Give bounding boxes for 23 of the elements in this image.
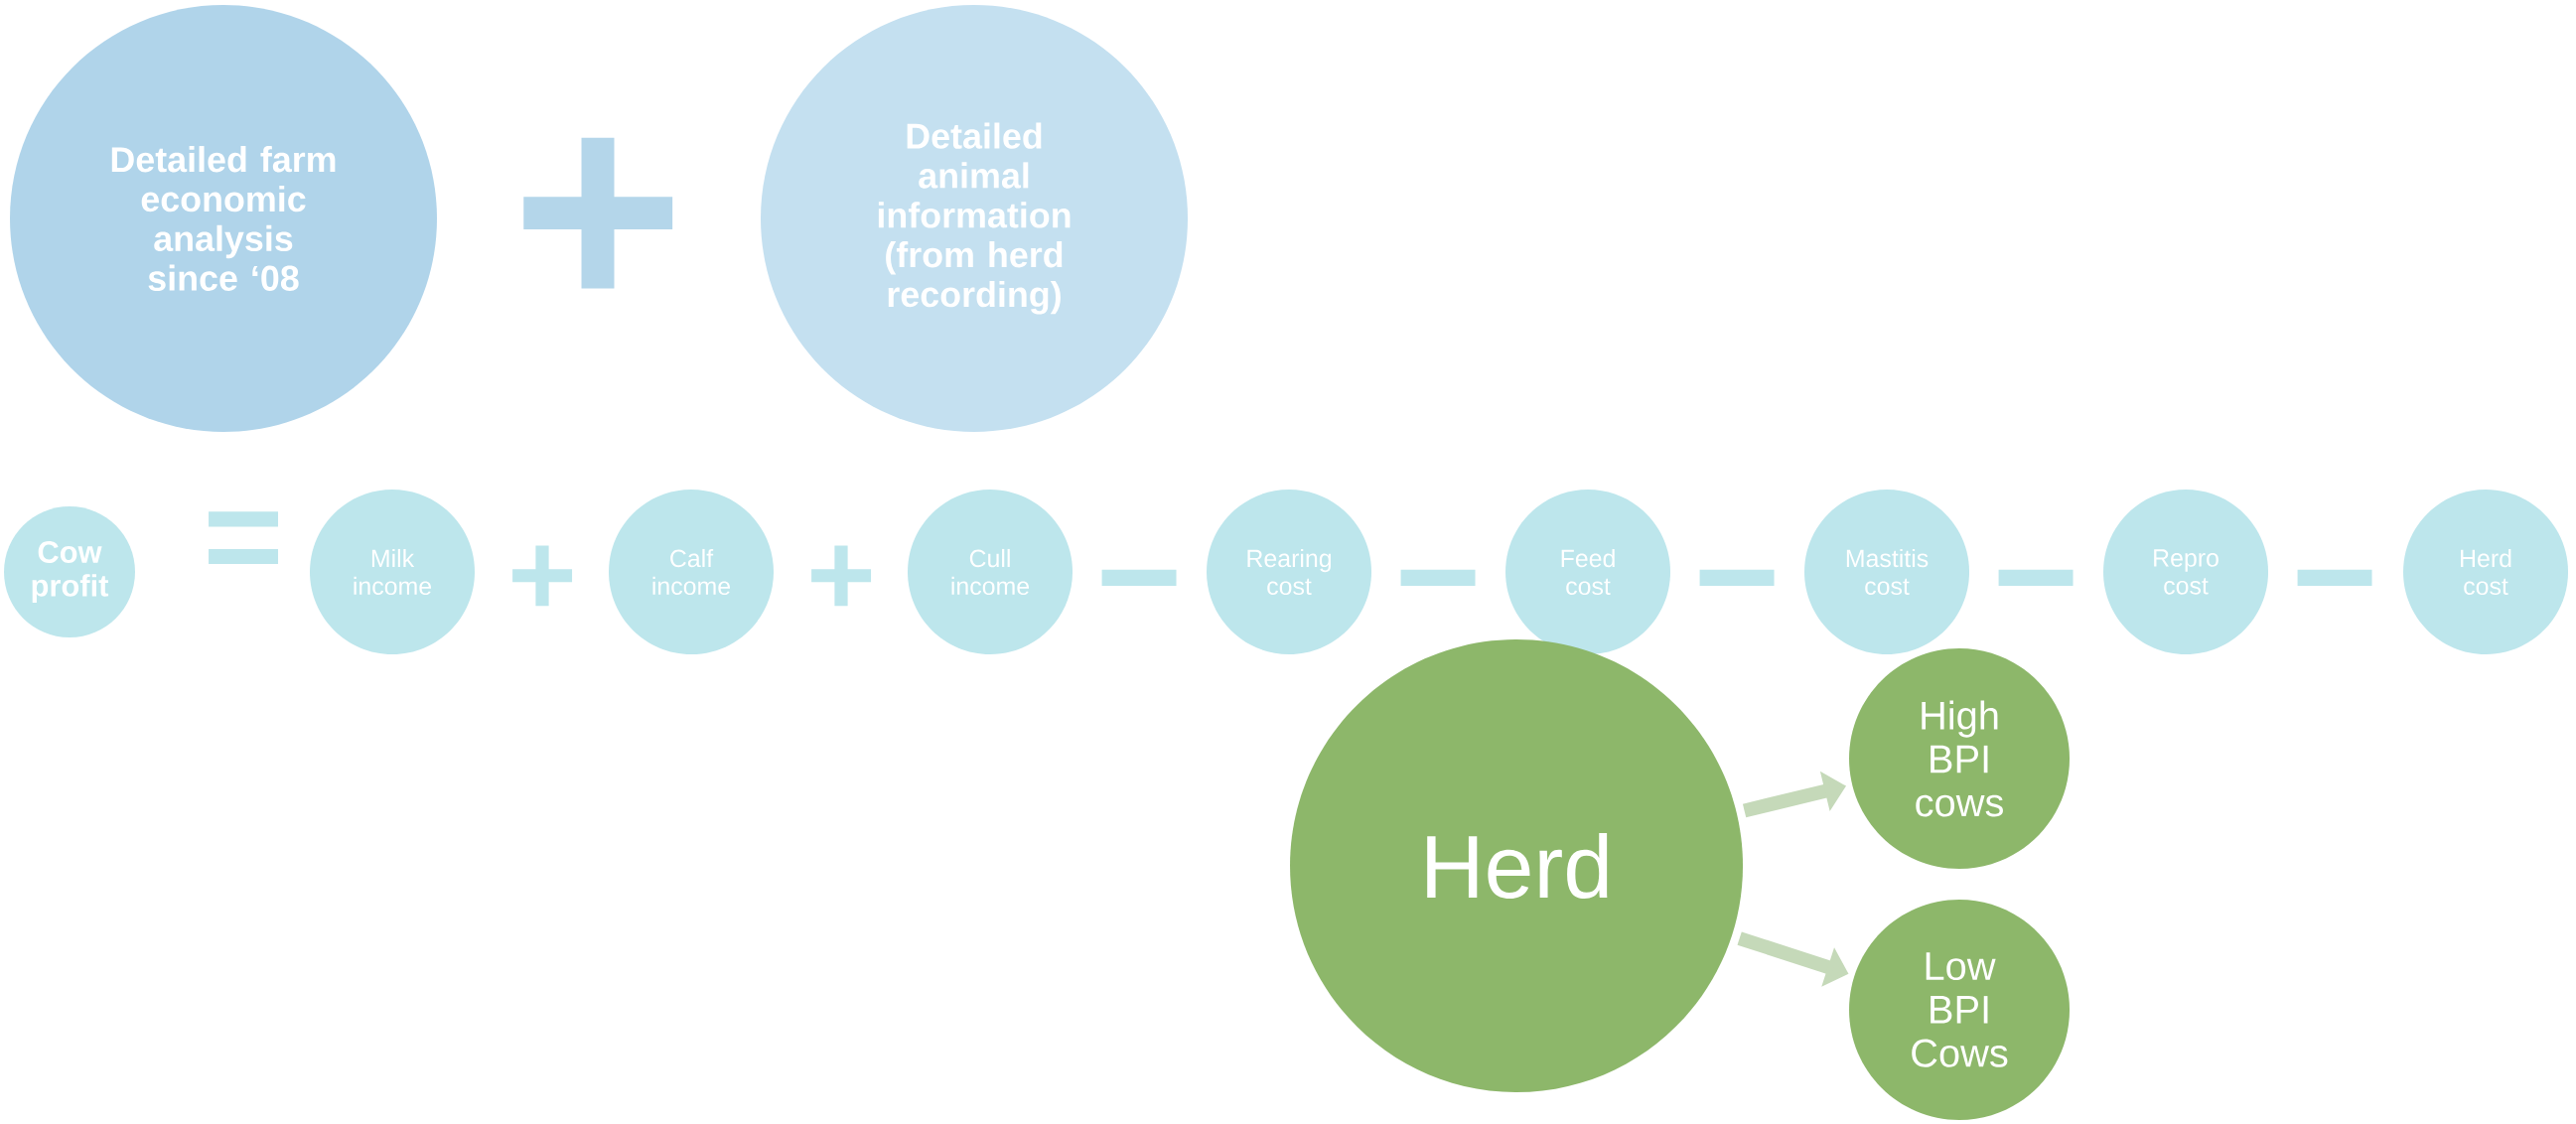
circle-node: Cow profit — [4, 506, 135, 637]
circle-node: Herd cost — [2403, 490, 2569, 654]
circle-node: Repro cost — [2103, 490, 2269, 654]
circle-node: Calf income — [609, 490, 774, 654]
circle-node: Detailed farm economic analysis since ‘08 — [10, 5, 437, 432]
circle-node: Cull income — [908, 490, 1073, 654]
circle-node: Feed cost — [1505, 490, 1670, 654]
circle-node: Milk income — [310, 490, 475, 654]
circle-node: Herd — [1290, 639, 1743, 1092]
circle-node: High BPI cows — [1849, 648, 2071, 869]
operator-sign: + — [811, 545, 872, 607]
circle-node: Mastitis cost — [1804, 490, 1969, 654]
operator-sign: − — [1400, 569, 1476, 586]
operator-sign: − — [1101, 569, 1177, 586]
circle-node: Detailed animal information (from herd recording) — [761, 5, 1188, 432]
operator-sign: − — [2297, 569, 2372, 586]
operator-sign: − — [1998, 569, 2074, 586]
circle-node: Rearing cost — [1207, 490, 1371, 654]
operator-sign: + — [512, 545, 573, 607]
circle-node: Low BPI Cows — [1849, 900, 2071, 1120]
operator-sign: − — [1699, 569, 1775, 586]
operator-sign: = — [209, 511, 278, 565]
operator-sign: + — [523, 137, 673, 289]
